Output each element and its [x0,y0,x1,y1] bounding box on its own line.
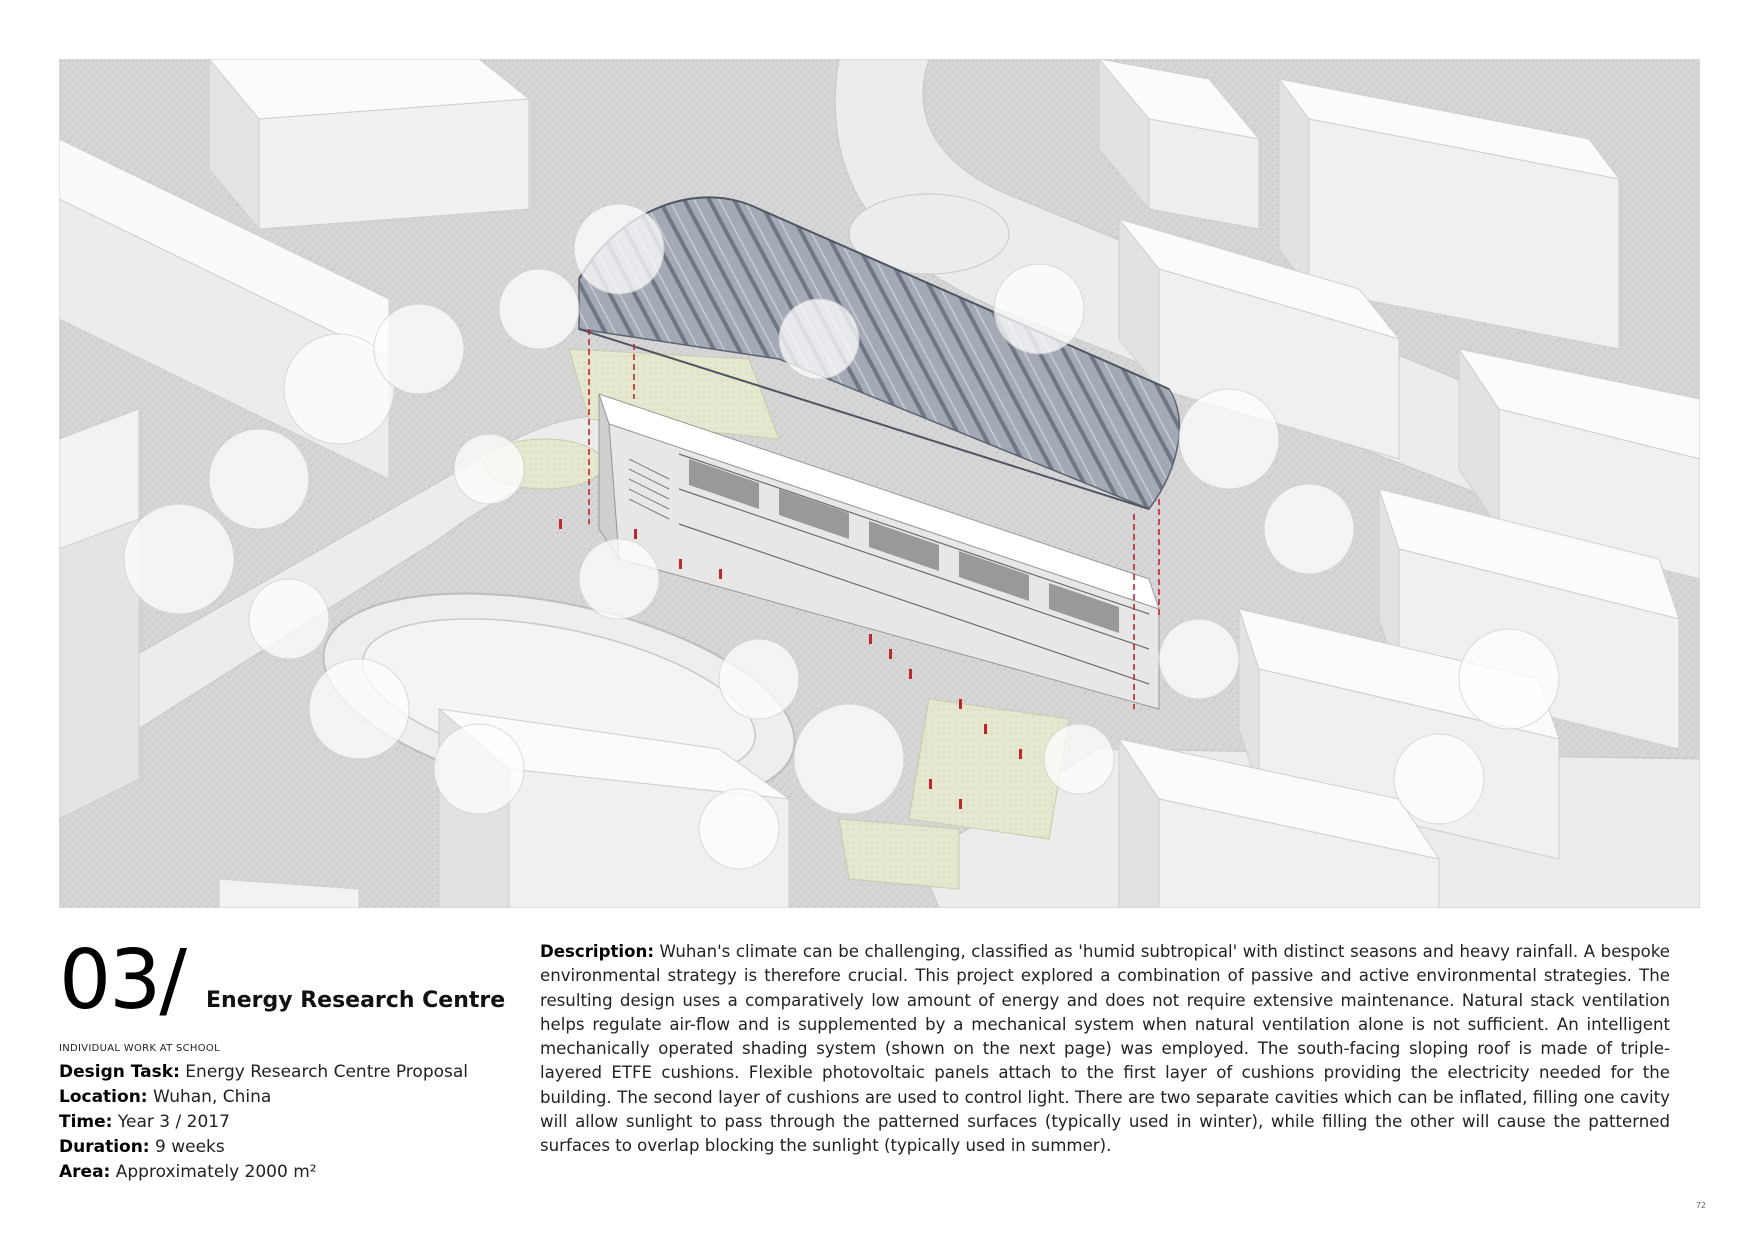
main-building [598,393,1160,710]
fact-label: Duration: [59,1137,150,1157]
fact-label: Area: [59,1162,111,1182]
project-facts: Design Task: Energy Research Centre Prop… [59,1060,468,1185]
fact-value: Year 3 / 2017 [117,1112,230,1132]
description-text: Wuhan's climate can be challenging, clas… [540,942,1670,1156]
fact-label: Location: [59,1087,148,1107]
fact-area: Area: Approximately 2000 m² [59,1160,468,1185]
fact-value: Energy Research Centre Proposal [185,1062,469,1082]
description-label: Description: [540,942,654,961]
fact-time: Time: Year 3 / 2017 [59,1110,468,1135]
fact-design-task: Design Task: Energy Research Centre Prop… [59,1060,468,1085]
project-number: 03/ [59,933,187,1028]
fact-label: Design Task: [59,1062,180,1082]
fact-value: Approximately 2000 m² [115,1162,317,1182]
etfe-roof [578,196,1181,510]
axonometric-site-drawing [59,59,1700,908]
page-number: 72 [1695,1201,1706,1210]
project-subtitle: INDIVIDUAL WORK AT SCHOOL [59,1043,220,1054]
fact-value: 9 weeks [155,1137,225,1157]
fact-duration: Duration: 9 weeks [59,1135,468,1160]
fact-label: Time: [59,1112,113,1132]
fact-value: Wuhan, China [153,1087,272,1107]
project-title: Energy Research Centre [206,988,506,1013]
fact-location: Location: Wuhan, China [59,1085,468,1110]
project-description: Description: Wuhan's climate can be chal… [540,940,1670,1159]
